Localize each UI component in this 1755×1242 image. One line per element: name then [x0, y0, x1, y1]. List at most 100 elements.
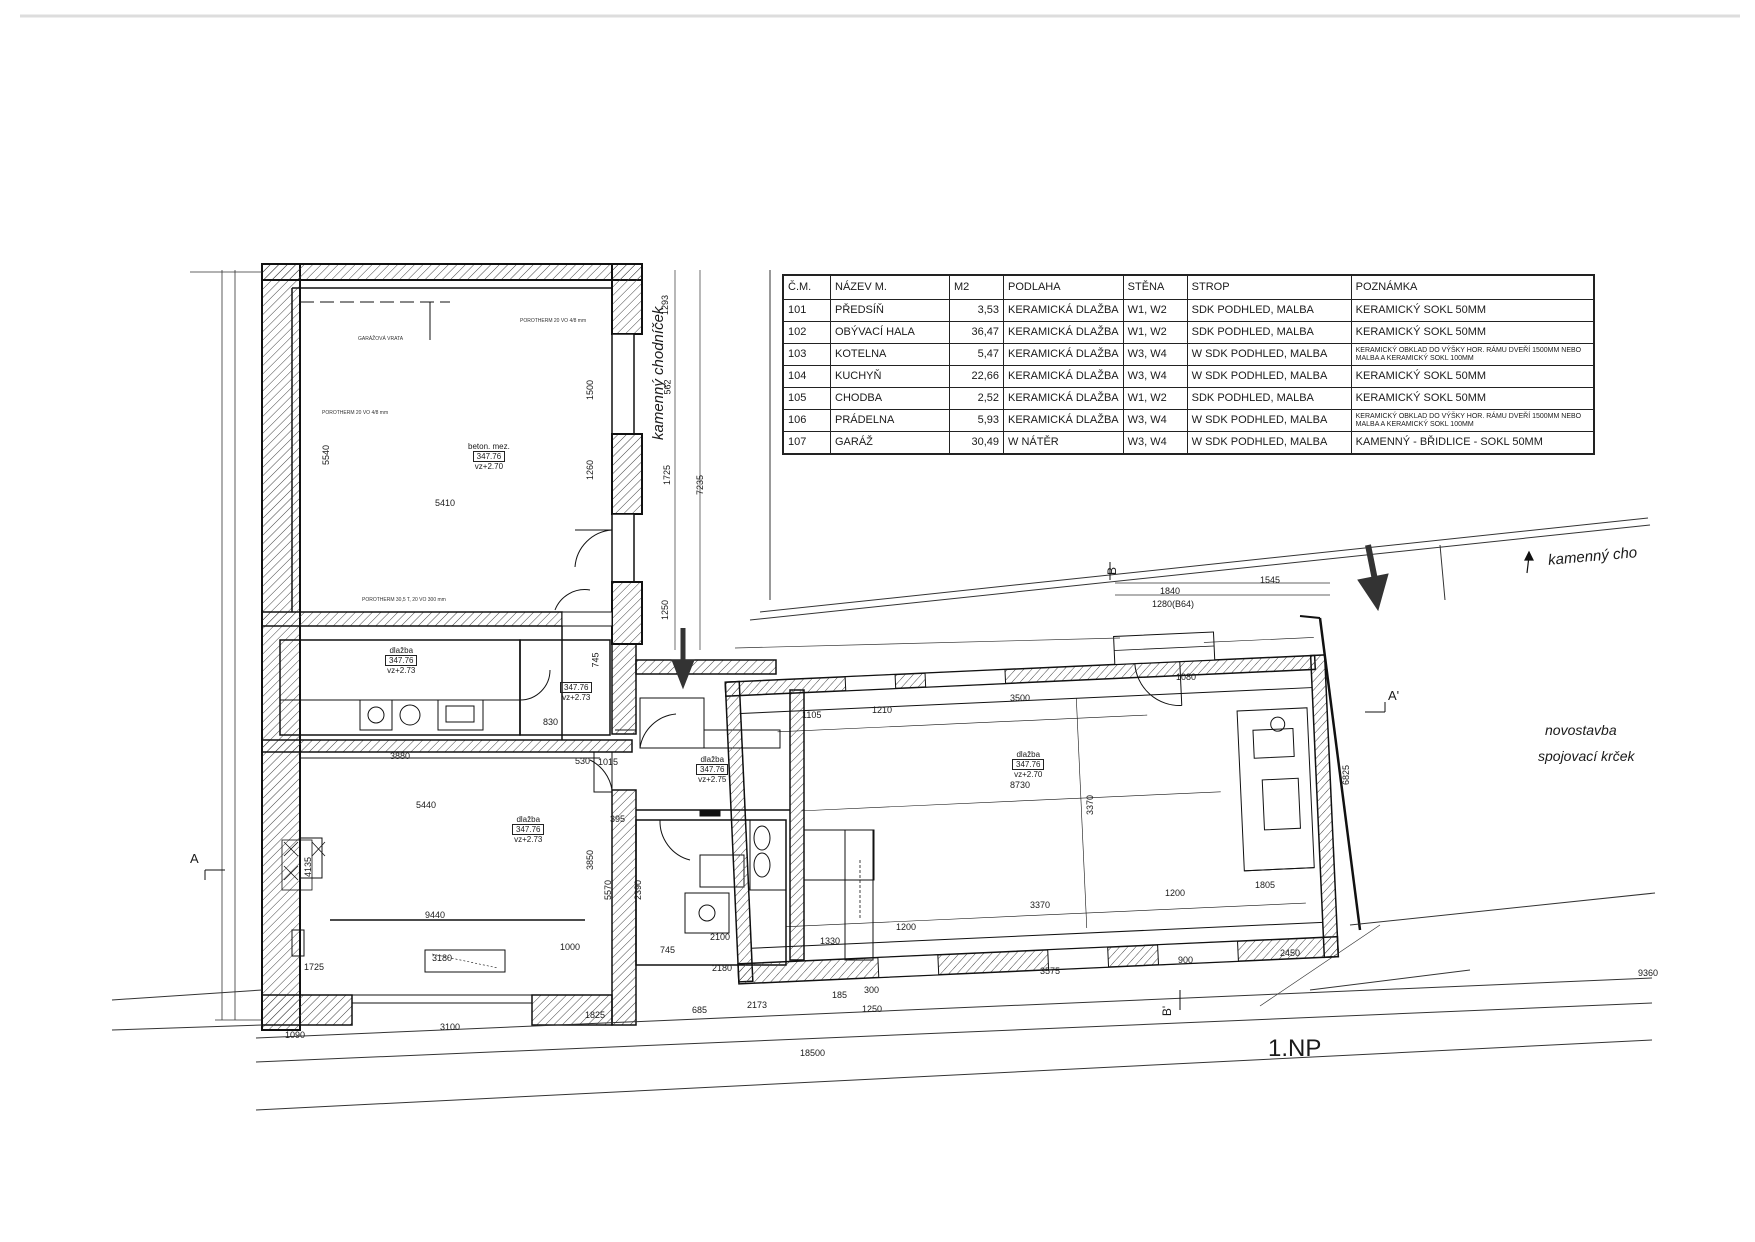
- table-row: 105 CHODBA 2,52 KERAMICKÁ DLAŽBA W1, W2 …: [782, 387, 1595, 410]
- dim-garage-depth: 5540: [321, 444, 332, 466]
- dim-room-left-h: 5570: [603, 879, 614, 901]
- col-header-note: POZNÁMKA: [1350, 274, 1595, 300]
- room-label-storage: 347.76 vz+2.73: [560, 682, 593, 702]
- room-label-hall: dlažba 347.76 vz+2.75: [696, 755, 729, 784]
- cell-note: KAMENNÝ - BŘIDLICE - SOKL 50MM: [1350, 431, 1595, 455]
- dim-living-j: 6825: [1341, 764, 1352, 786]
- dim-misc-g: 2100: [710, 932, 731, 942]
- room-label-level: vz+2.70: [1014, 770, 1043, 779]
- cell-floor: W NÁTĚR: [1003, 431, 1124, 455]
- cell-num: 102: [782, 321, 831, 344]
- cell-floor: KERAMICKÁ DLAŽBA: [1003, 365, 1124, 388]
- col-header-name: NÁZEV M.: [830, 274, 950, 300]
- dim-living-f: 1200: [1165, 888, 1186, 898]
- site-lines: [111, 270, 1656, 1111]
- room-schedule-table: Č.M. NÁZEV M. M2 PODLAHA STĚNA STROP POZ…: [782, 274, 1595, 455]
- dim-bottom-6: 185: [832, 990, 848, 1000]
- section-b-label: B: [1105, 566, 1120, 576]
- dim-room-left-c: 9440: [425, 910, 446, 920]
- floor-name-label: 1.NP: [1268, 1035, 1322, 1062]
- left-dimension-lines: [190, 270, 262, 1021]
- cell-num: 104: [782, 365, 831, 388]
- cell-num: 106: [782, 409, 831, 432]
- room-label-garage: beton. mez. 347.76 vz+2.70: [468, 442, 510, 471]
- cell-area: 5,47: [949, 343, 1004, 366]
- table-row: 107 GARÁŽ 30,49 W NÁTĚR W3, W4 W SDK POD…: [782, 431, 1595, 455]
- dim-room-left-e: 1000: [560, 942, 581, 952]
- dim-misc-d: 1080: [1176, 672, 1197, 682]
- cell-num: 107: [782, 431, 831, 455]
- dim-misc-l: 1015: [598, 757, 619, 767]
- dim-living-b: 1210: [872, 705, 893, 715]
- dim-misc-b: 1545: [1260, 575, 1281, 585]
- table-row: 102 OBÝVACÍ HALA 36,47 KERAMICKÁ DLAŽBA …: [782, 321, 1595, 344]
- dim-living-i: 1200: [896, 922, 917, 932]
- path-arrow-icon: [1524, 550, 1534, 574]
- room-label-kitchenette: dlažba 347.76 vz+2.73: [385, 646, 418, 675]
- dim-misc-e: 830: [543, 717, 559, 727]
- cell-num: 103: [782, 343, 831, 366]
- room-label-bedroom: dlažba 347.76 vz+2.73: [512, 815, 545, 844]
- room-label-elev: 347.76: [512, 824, 545, 835]
- cell-floor: KERAMICKÁ DLAŽBA: [1003, 343, 1124, 366]
- cell-name: PŘEDSÍŇ: [830, 299, 950, 322]
- wall-note-3: POROTHERM 30,5 T, 20 VO 300 mm: [362, 597, 446, 603]
- room-label-level: vz+2.73: [562, 693, 591, 702]
- dim-room-left-b: 3880: [390, 751, 411, 761]
- room-label-elev: 347.76: [696, 764, 729, 775]
- middle-left-rooms: [279, 626, 637, 740]
- cell-note: KERAMICKÝ SOKL 50MM: [1350, 299, 1595, 322]
- dim-room-left-f: 4135: [303, 856, 314, 878]
- dim-room-left-a: 5440: [416, 800, 437, 810]
- connector-label: spojovací krček: [1538, 748, 1635, 764]
- cell-area: 5,93: [949, 409, 1004, 432]
- garage-walls: [261, 263, 643, 1031]
- dim-misc-c: 1280(B64): [1152, 599, 1195, 609]
- dim-living-g: 1805: [1255, 880, 1276, 890]
- dim-misc-m: 2180: [712, 963, 733, 973]
- left-bedroom: [261, 739, 637, 1026]
- cell-floor: KERAMICKÁ DLAŽBA: [1003, 387, 1124, 410]
- col-header-ceiling: STROP: [1186, 274, 1352, 300]
- cell-floor: KERAMICKÁ DLAŽBA: [1003, 299, 1124, 322]
- dim-garage-g: 1250: [660, 599, 671, 621]
- cell-ceiling: W SDK PODHLED, MALBA: [1186, 343, 1352, 366]
- cell-name: OBÝVACÍ HALA: [830, 321, 950, 344]
- dim-garage-c: 1293: [660, 294, 671, 316]
- cell-ceiling: W SDK PODHLED, MALBA: [1186, 409, 1352, 432]
- dim-bottom-12: 9360: [1638, 968, 1659, 978]
- room-label-level: vz+2.73: [514, 835, 543, 844]
- right-outer-wall: [1318, 617, 1362, 931]
- cell-wall: W1, W2: [1122, 321, 1188, 344]
- dim-garage-e: 1725: [662, 464, 673, 486]
- cell-note: KERAMICKÝ SOKL 50MM: [1350, 387, 1595, 410]
- wall-note-2: POROTHERM 20 VO 4/8 mm: [322, 410, 389, 416]
- room-label-level: vz+2.73: [387, 666, 416, 675]
- dim-misc-i: 745: [660, 945, 676, 955]
- dim-living-a: 3500: [1010, 693, 1031, 703]
- cell-note: KERAMICKÝ OBKLAD DO VÝŠKY HOR. RÁMU DVEŘ…: [1350, 409, 1595, 432]
- cell-name: GARÁŽ: [830, 431, 950, 455]
- cell-wall: W3, W4: [1122, 365, 1188, 388]
- dim-bottom-7: 300: [864, 985, 880, 995]
- central-rooms: [615, 659, 875, 966]
- section-a-prime-label: A': [1388, 688, 1400, 703]
- dim-misc-f: 530: [575, 756, 591, 766]
- cell-note: KERAMICKÝ OBKLAD DO VÝŠKY HOR. RÁMU DVEŘ…: [1350, 343, 1595, 366]
- garage-door-note: GARÁŽOVÁ VRATA: [358, 336, 404, 342]
- dim-garage-f: 7235: [695, 474, 706, 496]
- dim-living-d: 8730: [1010, 780, 1031, 790]
- dim-garage-width: 5410: [435, 498, 456, 508]
- cell-area: 36,47: [949, 321, 1004, 344]
- cell-ceiling: W SDK PODHLED, MALBA: [1186, 365, 1352, 388]
- dim-garage-b: 1260: [585, 459, 596, 481]
- dim-living-h: 3370: [1085, 794, 1096, 816]
- cell-num: 105: [782, 387, 831, 410]
- cell-wall: W3, W4: [1122, 343, 1188, 366]
- room-label-level: vz+2.75: [698, 775, 727, 784]
- cell-floor: KERAMICKÁ DLAŽBA: [1003, 321, 1124, 344]
- dim-bottom-total: 18500: [800, 1048, 826, 1058]
- dim-bottom-10: 900: [1178, 955, 1194, 965]
- room-label-title: dlažba: [389, 646, 414, 655]
